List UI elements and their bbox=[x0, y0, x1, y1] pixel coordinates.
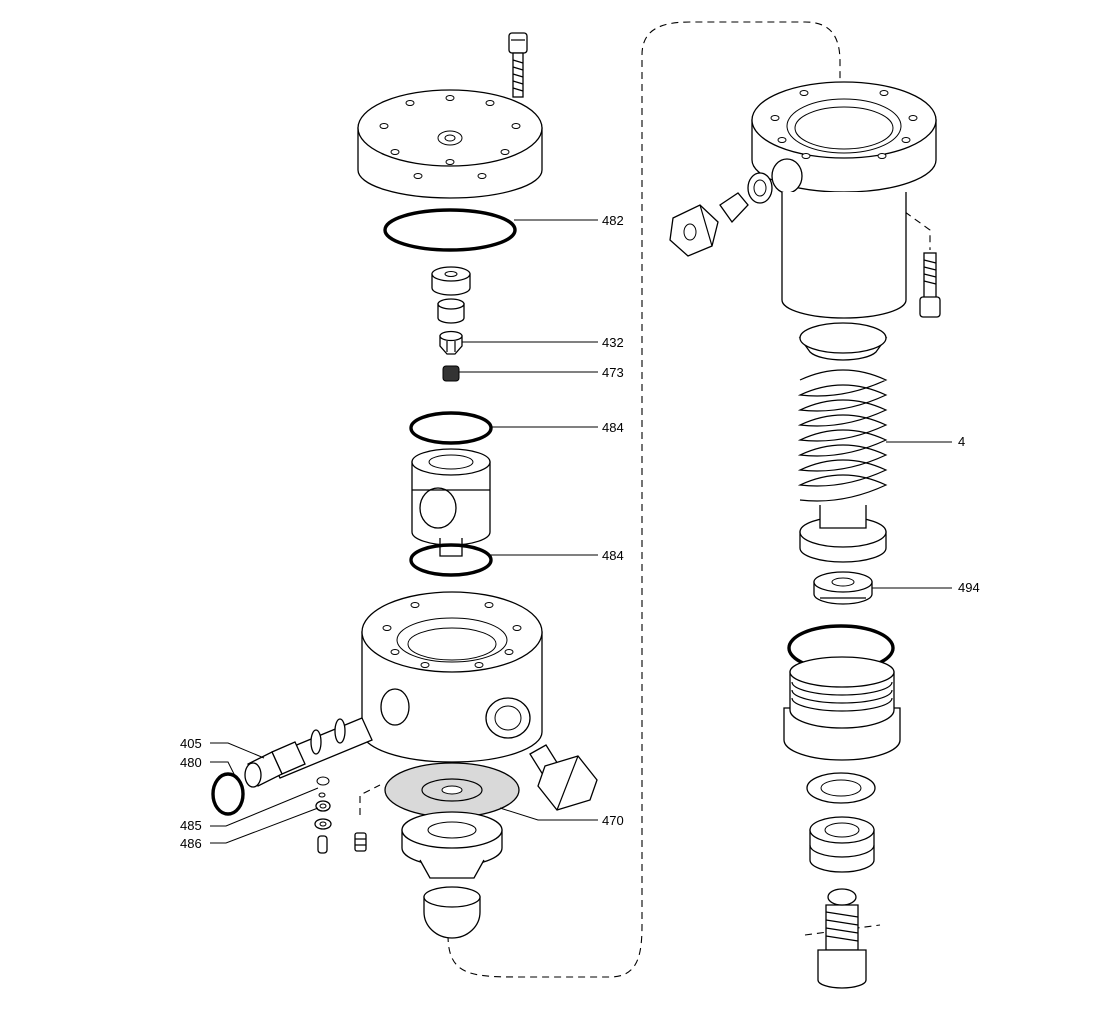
callout-482: 482 bbox=[602, 213, 624, 228]
callout-486: 486 bbox=[180, 836, 202, 851]
leader-485 bbox=[210, 787, 319, 827]
side-fitting bbox=[669, 192, 749, 257]
o-ring-480 bbox=[211, 772, 245, 816]
valve-insert bbox=[437, 298, 465, 324]
gasket-470 bbox=[384, 762, 520, 818]
upper-housing bbox=[751, 81, 937, 319]
pump-block bbox=[361, 591, 543, 763]
pin-alignment-dash bbox=[359, 784, 381, 815]
spring-seat-top bbox=[798, 322, 888, 361]
leader-480 bbox=[210, 761, 236, 777]
callout-484-upper: 484 bbox=[602, 420, 624, 435]
valve-spring-473 bbox=[442, 365, 460, 382]
leader-405 bbox=[210, 742, 265, 759]
leader-470 bbox=[499, 807, 598, 821]
outlet-flange bbox=[401, 811, 503, 879]
drive-shaft-405 bbox=[244, 717, 373, 788]
cap-screw-top bbox=[508, 32, 528, 98]
o-ring-484-upper bbox=[409, 411, 493, 445]
side-washer bbox=[747, 172, 773, 204]
top-cover bbox=[357, 89, 543, 199]
threaded-stud bbox=[817, 888, 867, 989]
small-o-ring-485 bbox=[316, 776, 330, 798]
o-ring-482 bbox=[383, 208, 517, 252]
lock-nut bbox=[809, 816, 875, 873]
o-ring-484-lower bbox=[409, 543, 493, 577]
valve-housing bbox=[411, 448, 491, 557]
callout-473: 473 bbox=[602, 365, 624, 380]
thrust-bearing-494 bbox=[813, 571, 873, 605]
callout-470: 470 bbox=[602, 813, 624, 828]
callout-4: 4 bbox=[958, 434, 965, 449]
spring-4 bbox=[797, 369, 888, 502]
assembly-connection-path bbox=[447, 21, 841, 978]
bolt-alignment-dash bbox=[904, 200, 931, 250]
seal-washer bbox=[806, 772, 876, 804]
valve-cap bbox=[423, 886, 481, 939]
callout-405: 405 bbox=[180, 736, 202, 751]
callout-484-lower: 484 bbox=[602, 548, 624, 563]
callout-432: 432 bbox=[602, 335, 624, 350]
plug-bolt bbox=[529, 744, 598, 811]
spring-base bbox=[799, 505, 887, 563]
cap-screw-side bbox=[919, 252, 941, 318]
washer-486 bbox=[314, 800, 332, 830]
set-screw bbox=[354, 832, 367, 852]
callout-480: 480 bbox=[180, 755, 202, 770]
lower-housing bbox=[783, 656, 901, 761]
callout-485: 485 bbox=[180, 818, 202, 833]
valve-cone-432 bbox=[439, 330, 463, 355]
callout-494: 494 bbox=[958, 580, 980, 595]
leader-486 bbox=[210, 807, 319, 844]
valve-seat bbox=[431, 266, 471, 296]
pin bbox=[317, 835, 328, 854]
